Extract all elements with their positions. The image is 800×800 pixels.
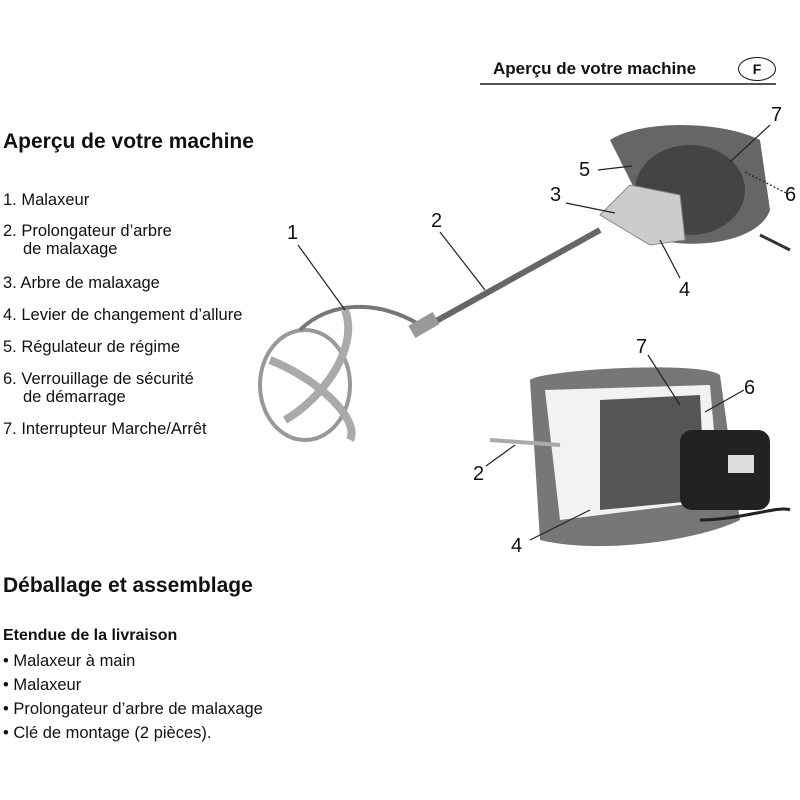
list-item: 4. Levier de changement d’allure: [3, 306, 243, 324]
callout-label: 5: [579, 159, 591, 181]
callout-label: 6: [785, 184, 797, 206]
mixer-paddle-drawing: [258, 304, 422, 442]
mixing-shaft: [418, 227, 602, 333]
callout-label: 7: [771, 104, 783, 126]
list-item: 3. Arbre de malaxage: [3, 274, 160, 292]
bullet-item: • Malaxeur: [3, 676, 82, 694]
callout-label: 1: [287, 222, 299, 244]
list-item-line: de malaxage: [23, 240, 118, 258]
list-item-line: 2. Prolongateur d’arbre: [3, 222, 172, 240]
callout-leaders: [297, 124, 787, 541]
callout-label: 2: [431, 210, 443, 232]
bullet-item: • Prolongateur d’arbre de malaxage: [3, 700, 263, 718]
callout-label: 7: [636, 336, 648, 358]
callout-label: 4: [679, 279, 691, 301]
language-badge: F: [738, 57, 776, 81]
list-item-line: 6. Verrouillage de sécurité: [3, 370, 194, 388]
running-header: Aperçu de votre machine: [493, 59, 697, 78]
header-divider: [480, 83, 776, 85]
shaft-coupling: [408, 311, 440, 339]
callout-label: 3: [550, 184, 562, 206]
section-title-overview: Aperçu de votre machine: [3, 130, 254, 153]
list-item: 1. Malaxeur: [3, 191, 90, 209]
section-title-unpacking: Déballage et assemblage: [3, 574, 253, 597]
mixer-machine-top-view: [599, 125, 791, 252]
mixer-machine-rear-view: [489, 367, 791, 547]
list-item: 7. Interrupteur Marche/Arrêt: [3, 420, 207, 438]
subsection-title-delivery: Etendue de la livraison: [3, 627, 178, 644]
list-item-line: de démarrage: [23, 388, 126, 406]
bullet-item: • Malaxeur à main: [3, 652, 136, 670]
callout-label: 4: [511, 535, 523, 557]
callout-label: 6: [744, 377, 756, 399]
bullet-item: • Clé de montage (2 pièces).: [3, 724, 212, 742]
callout-label: 2: [473, 463, 485, 485]
list-item: 5. Régulateur de régime: [3, 338, 181, 356]
